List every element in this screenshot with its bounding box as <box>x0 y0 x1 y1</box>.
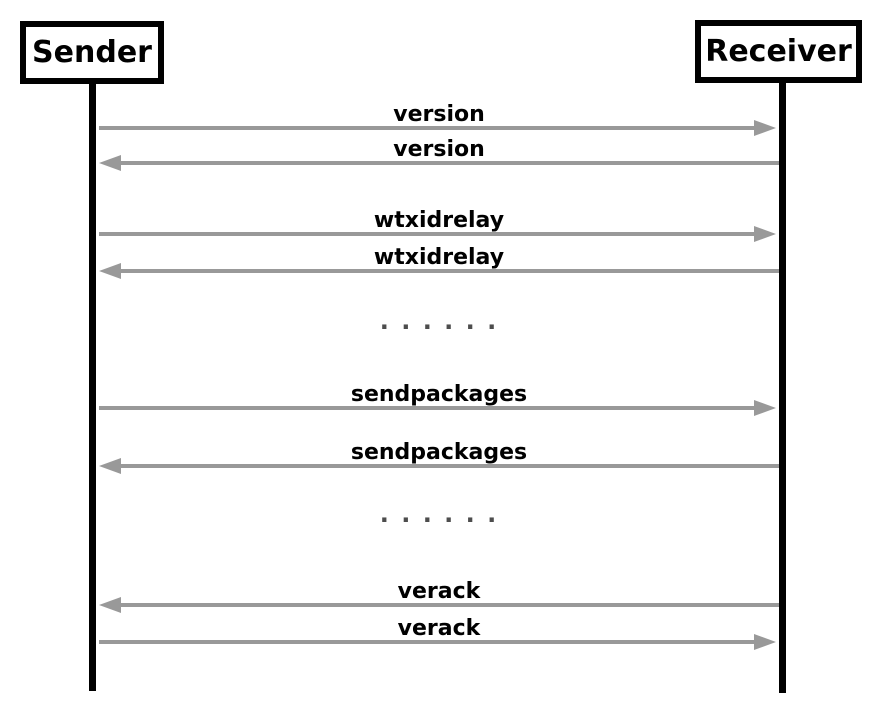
arrowhead-left-icon <box>99 458 121 474</box>
message-label: verack <box>397 579 481 604</box>
arrowhead-left-icon <box>99 263 121 279</box>
arrow-line <box>121 603 779 607</box>
message-verack-to-receiver: verack <box>99 617 779 651</box>
message-label: wtxidrelay <box>373 245 505 270</box>
message-label: verack <box>397 616 481 641</box>
message-label: sendpackages <box>350 440 528 465</box>
message-wtxidrelay-to-receiver: wtxidrelay <box>99 209 779 243</box>
message-label: sendpackages <box>350 382 528 407</box>
arrowhead-left-icon <box>99 155 121 171</box>
message-sendpackages-to-sender: sendpackages <box>99 441 779 475</box>
ellipsis-row: . . . . . . <box>379 500 499 528</box>
arrowhead-right-icon <box>754 226 776 242</box>
arrow-line <box>99 232 754 236</box>
actor-sender-label: Sender <box>32 35 152 70</box>
message-version-to-sender: version <box>99 138 779 172</box>
ellipsis-row: . . . . . . <box>379 307 499 335</box>
arrowhead-right-icon <box>754 400 776 416</box>
arrow-line <box>121 269 779 273</box>
arrow-line <box>121 464 779 468</box>
message-sendpackages-to-receiver: sendpackages <box>99 383 779 417</box>
sender-lifeline <box>89 83 96 691</box>
arrowhead-left-icon <box>99 597 121 613</box>
arrow-line <box>99 126 754 130</box>
actor-receiver-label: Receiver <box>705 34 852 69</box>
message-label: version <box>393 102 485 127</box>
message-label: wtxidrelay <box>373 208 505 233</box>
message-wtxidrelay-to-sender: wtxidrelay <box>99 246 779 280</box>
message-verack-to-sender: verack <box>99 580 779 614</box>
arrow-line <box>121 161 779 165</box>
actor-box-sender: Sender <box>20 21 164 84</box>
message-label: version <box>393 137 485 162</box>
arrowhead-right-icon <box>754 634 776 650</box>
message-version-to-receiver: version <box>99 103 779 137</box>
arrowhead-right-icon <box>754 120 776 136</box>
actor-box-receiver: Receiver <box>695 20 862 83</box>
arrow-line <box>99 406 754 410</box>
receiver-lifeline <box>779 81 786 693</box>
arrow-line <box>99 640 754 644</box>
